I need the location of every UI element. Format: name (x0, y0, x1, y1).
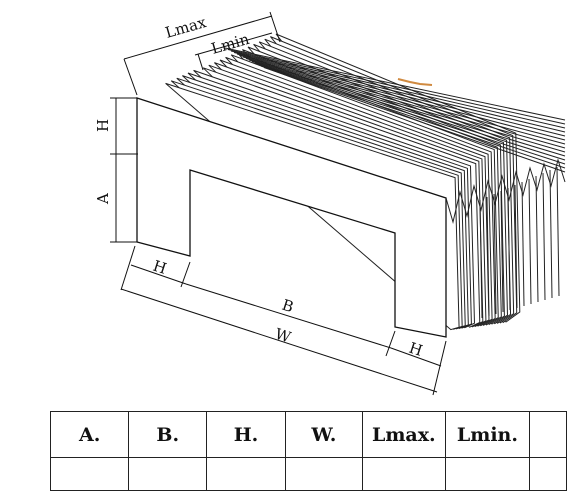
bellows-cover-drawing: Lmax Lmin H A H B W H (94, 11, 566, 396)
cell-lmin (444, 457, 531, 491)
pleat-fold-line (500, 190, 504, 313)
pleat-fold-line (556, 166, 560, 297)
pleat-edge (230, 50, 566, 129)
header-extra (529, 411, 567, 458)
lmin-dimension (194, 32, 273, 71)
b-label: B (280, 296, 296, 317)
pleat-fold-line (507, 187, 511, 311)
accent-mark (397, 78, 433, 86)
pleat-fold-line (486, 196, 490, 317)
front-frame-plate (136, 97, 447, 338)
pleat-fold-line (493, 193, 497, 315)
lmax-dimension (123, 11, 281, 96)
w-label: W (273, 325, 294, 347)
pleat-edge (260, 65, 566, 169)
header-a: A. (49, 411, 130, 458)
cell-b (128, 457, 208, 491)
table-row (49, 457, 567, 491)
cell-lmax (361, 457, 446, 491)
pleat-edge (254, 62, 566, 161)
pleat-edge (248, 59, 566, 153)
pleat-edge (251, 61, 566, 157)
pleat-fold-line (479, 199, 483, 319)
cell-h (206, 457, 286, 491)
pleat-fold-line (535, 175, 539, 303)
pleat-edge (242, 56, 566, 145)
cell-a (49, 457, 130, 491)
lmax-label: Lmax (163, 13, 208, 42)
h-top-label: H (94, 119, 112, 132)
pleat-fold-line (549, 169, 553, 299)
table-header-row: A. B. H. W. Lmax. Lmin. (49, 411, 567, 458)
h-right-label: H (407, 339, 425, 360)
h-left-label: H (151, 257, 169, 278)
header-h: H. (206, 411, 286, 458)
pleat-edge (239, 55, 566, 141)
pleat-edge (224, 47, 566, 121)
cell-w (284, 457, 363, 491)
dimension-spec-table: A. B. H. W. Lmax. Lmin. (49, 411, 567, 491)
pleat-fold-line (528, 178, 532, 305)
header-b: B. (128, 411, 208, 458)
pleat-edge (227, 49, 566, 125)
pleat-edge (233, 52, 566, 133)
header-lmin: Lmin. (444, 411, 531, 458)
pleat-edge (236, 53, 566, 137)
pleat-edge (245, 58, 566, 149)
pleat-fold-line (521, 181, 525, 307)
bottom-dimensions (120, 245, 447, 396)
a-label: A (94, 193, 112, 205)
cell-extra (529, 457, 567, 491)
vertical-dimensions (110, 97, 138, 243)
header-w: W. (284, 411, 363, 458)
header-lmax: Lmax. (361, 411, 446, 458)
pleat-fold-line (514, 184, 518, 309)
pleat-edge (263, 67, 566, 173)
pleat-fold-line (542, 172, 546, 301)
pleat-zigzag (445, 158, 566, 224)
pleat-edge (257, 64, 566, 165)
